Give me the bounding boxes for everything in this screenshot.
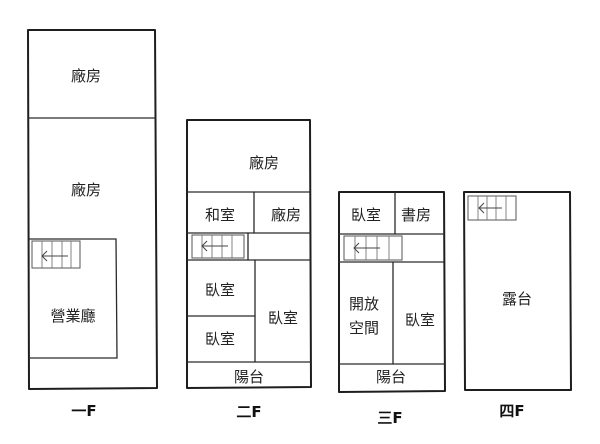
room-label: 臥室 — [351, 206, 381, 224]
room-label: 露台 — [502, 290, 532, 308]
room-label: 空間 — [349, 319, 379, 337]
stairs-icon — [467, 195, 517, 221]
room-label: 開放 — [349, 295, 379, 313]
room-label: 臥室 — [205, 330, 235, 348]
room-label: 營業廳 — [50, 307, 95, 325]
room-label: 陽台 — [376, 368, 406, 386]
room-label: 廠房 — [71, 67, 101, 85]
floor-plan-1f: 廠房 廠房 營業廳 一F — [27, 29, 158, 420]
room-label: 臥室 — [205, 281, 235, 299]
room-label: 臥室 — [268, 309, 298, 327]
stairs-icon — [31, 240, 81, 269]
floor-label: 一F — [71, 402, 96, 420]
room-label: 廠房 — [271, 206, 301, 224]
room-label: 和室 — [205, 206, 235, 224]
room-label: 臥室 — [405, 311, 435, 329]
floor-plan-4f: 露台 四F — [463, 191, 572, 420]
floor-plan-3f: 臥室 書房 開放 空間 臥室 陽台 三F — [338, 191, 446, 427]
room-label: 廠房 — [71, 181, 101, 199]
room-label: 書房 — [401, 206, 431, 224]
stairs-icon — [343, 235, 403, 261]
room-label: 陽台 — [234, 368, 264, 386]
floor-plan-2f: 廠房 和室 廠房 臥室 臥室 臥室 陽台 二F — [186, 119, 312, 421]
room-label: 廠房 — [249, 154, 279, 172]
floor-label: 二F — [236, 403, 261, 421]
floor-label: 四F — [499, 402, 524, 420]
floor-label: 三F — [377, 409, 402, 427]
stairs-icon — [191, 234, 245, 259]
